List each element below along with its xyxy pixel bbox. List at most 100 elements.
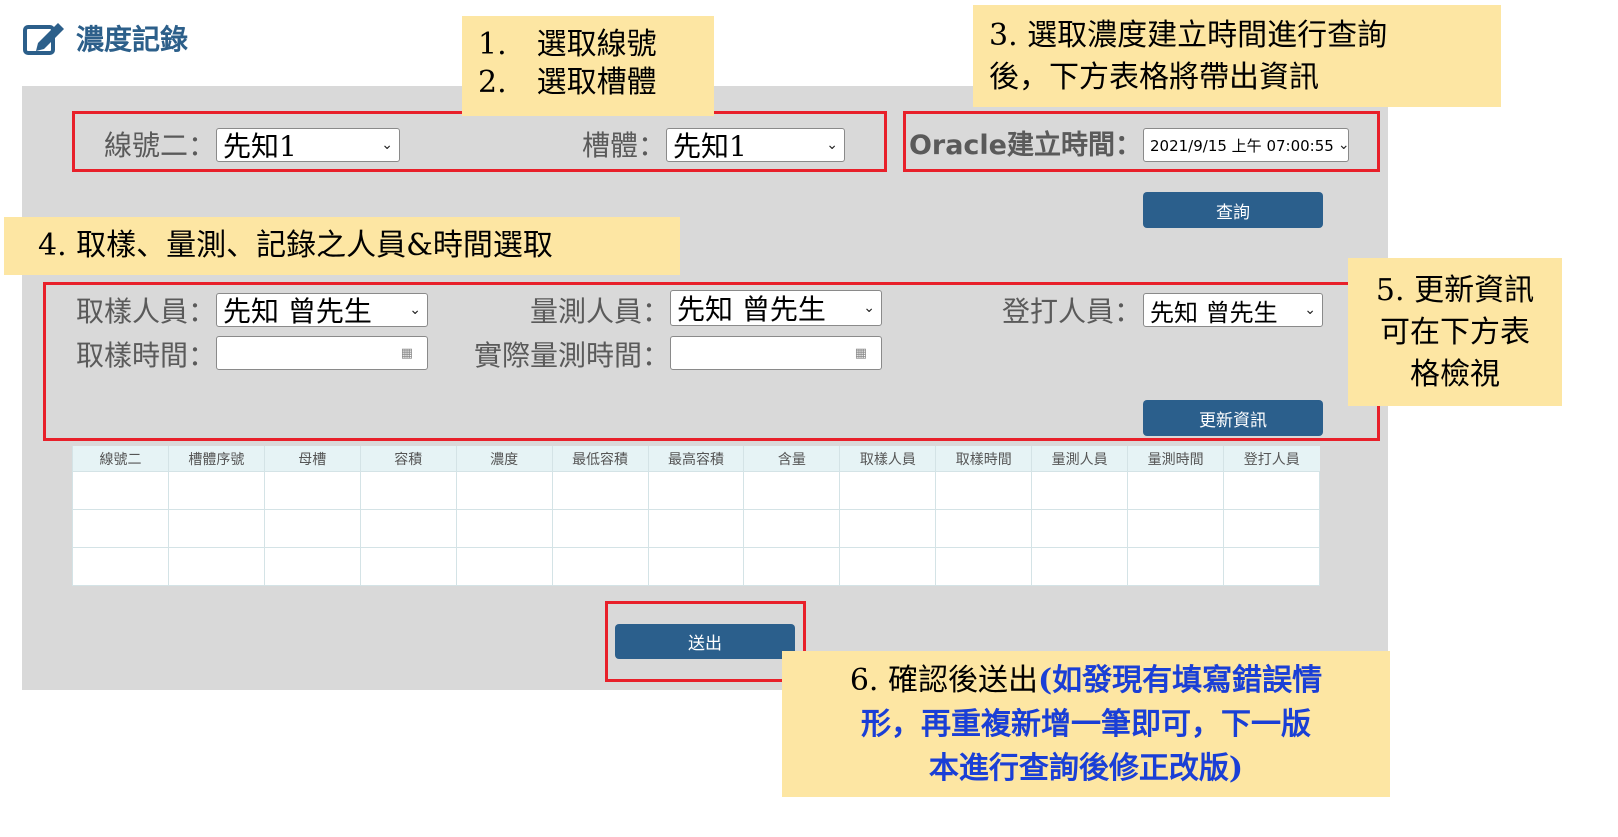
note-step-5: 5. 更新資訊 可在下方表 格檢視	[1348, 258, 1562, 406]
sample-time-input[interactable]: ▦	[216, 336, 428, 370]
edit-icon	[23, 23, 64, 55]
highlight-personnel	[43, 282, 1380, 441]
table-column-header: 最低容積	[551, 446, 649, 472]
table-cell	[72, 471, 169, 510]
recorder-label: 登打人員：	[1001, 295, 1142, 328]
table-cell	[1031, 509, 1129, 548]
line-select[interactable]: 先知1 ⌄	[216, 128, 400, 162]
highlight-oracle-time	[903, 111, 1380, 172]
table-column-header: 登打人員	[1223, 446, 1320, 472]
table-row	[72, 509, 1320, 548]
measure-time-label: 實際量測時間：	[473, 339, 670, 372]
table-cell	[167, 547, 265, 586]
table-cell	[263, 471, 361, 510]
table-column-header: 槽體序號	[167, 446, 265, 472]
note-step-3-line1: 3. 選取濃度建立時間進行查詢	[989, 18, 1388, 53]
recorder-value: 先知 曾先生	[1150, 298, 1278, 327]
table-column-header: 容積	[359, 446, 457, 472]
chevron-down-icon: ⌄	[381, 137, 393, 153]
sampler-value: 先知 曾先生	[223, 295, 372, 327]
table-row	[72, 471, 1320, 510]
line-label: 線號二：	[103, 129, 216, 162]
sampler-label: 取樣人員：	[75, 295, 216, 328]
note-step-5-line3: 格檢視	[1410, 357, 1500, 392]
calendar-icon[interactable]: ▦	[854, 345, 867, 361]
table-cell	[455, 471, 553, 510]
table-column-header: 含量	[743, 446, 840, 472]
table-cell	[167, 509, 265, 548]
query-button[interactable]: 查詢	[1143, 192, 1323, 228]
table-column-header: 量測時間	[1127, 446, 1224, 472]
measurer-label: 量測人員：	[529, 295, 670, 328]
table-row	[72, 547, 1320, 586]
note-step-4: 4. 取樣、量測、記錄之人員&時間選取	[4, 217, 680, 275]
note-step-1: 1. 選取線號	[478, 27, 657, 62]
table-cell	[743, 471, 841, 510]
table-cell	[743, 547, 841, 586]
table-column-header: 量測人員	[1031, 446, 1128, 472]
table-cell	[647, 547, 745, 586]
table-cell	[839, 509, 937, 548]
note-step-6-blue-2: 形，再重複新增一筆即可，下一版	[861, 707, 1311, 742]
chevron-down-icon: ⌄	[1337, 137, 1349, 153]
table-cell	[551, 547, 649, 586]
measure-time-input[interactable]: ▦	[670, 336, 882, 370]
chevron-down-icon: ⌄	[826, 137, 838, 153]
table-cell	[1223, 547, 1320, 586]
table-cell	[72, 509, 169, 548]
table-cell	[647, 471, 745, 510]
table-cell	[551, 509, 649, 548]
table-header-row: 線號二槽體序號母槽容積濃度最低容積最高容積含量取樣人員取樣時間量測人員量測時間登…	[72, 446, 1320, 472]
sampler-select[interactable]: 先知 曾先生 ⌄	[216, 293, 428, 327]
table-cell	[839, 547, 937, 586]
table-column-header: 取樣人員	[839, 446, 936, 472]
form-panel	[22, 86, 1388, 690]
table-cell	[935, 547, 1033, 586]
measurer-value: 先知 曾先生	[677, 293, 826, 326]
highlight-line-tank	[72, 111, 887, 172]
table-cell	[167, 471, 265, 510]
table-cell	[935, 471, 1033, 510]
chevron-down-icon: ⌄	[409, 302, 421, 318]
table-cell	[1127, 509, 1225, 548]
table-cell	[359, 547, 457, 586]
oracle-time-label: Oracle建立時間：	[908, 130, 1142, 161]
page-title-text: 濃度記錄	[76, 23, 189, 56]
table-cell	[1031, 547, 1129, 586]
note-step-6-prefix: 6. 確認後送出	[849, 663, 1038, 698]
table-cell	[1127, 471, 1225, 510]
table-cell	[551, 471, 649, 510]
records-table: 線號二槽體序號母槽容積濃度最低容積最高容積含量取樣人員取樣時間量測人員量測時間登…	[72, 446, 1320, 586]
table-column-header: 線號二	[72, 446, 169, 472]
tank-select[interactable]: 先知1 ⌄	[666, 128, 845, 162]
note-step-3-line2: 後，下方表格將帶出資訊	[989, 60, 1319, 95]
table-cell	[1223, 471, 1320, 510]
line-select-value: 先知1	[223, 130, 297, 162]
tank-label: 槽體：	[581, 129, 666, 162]
submit-button[interactable]: 送出	[615, 624, 795, 659]
table-column-header: 濃度	[455, 446, 553, 472]
note-step-1-2: 1. 選取線號 2. 選取槽體	[462, 16, 714, 116]
table-cell	[72, 547, 169, 586]
oracle-time-value: 2021/9/15 上午 07:00:55	[1150, 136, 1334, 155]
table-column-header: 最高容積	[647, 446, 744, 472]
calendar-icon[interactable]: ▦	[400, 345, 413, 361]
note-step-6: 6. 確認後送出(如發現有填寫錯誤情 形，再重複新增一筆即可，下一版 本進行查詢…	[782, 651, 1390, 797]
table-cell	[1031, 471, 1129, 510]
recorder-select[interactable]: 先知 曾先生 ⌄	[1143, 293, 1323, 327]
measurer-select[interactable]: 先知 曾先生 ⌄	[670, 290, 882, 326]
sample-time-label: 取樣時間：	[75, 339, 216, 372]
table-cell	[359, 509, 457, 548]
table-cell	[263, 509, 361, 548]
table-body	[72, 471, 1320, 586]
table-cell	[263, 547, 361, 586]
update-info-button[interactable]: 更新資訊	[1143, 400, 1323, 436]
tank-select-value: 先知1	[673, 130, 747, 162]
table-cell	[1223, 509, 1320, 548]
page-title: 濃度記錄	[22, 18, 188, 58]
note-step-3: 3. 選取濃度建立時間進行查詢 後，下方表格將帶出資訊	[973, 5, 1501, 107]
table-cell	[359, 471, 457, 510]
oracle-time-select[interactable]: 2021/9/15 上午 07:00:55 ⌄	[1143, 128, 1349, 162]
table-cell	[935, 509, 1033, 548]
chevron-down-icon: ⌄	[1304, 302, 1316, 318]
